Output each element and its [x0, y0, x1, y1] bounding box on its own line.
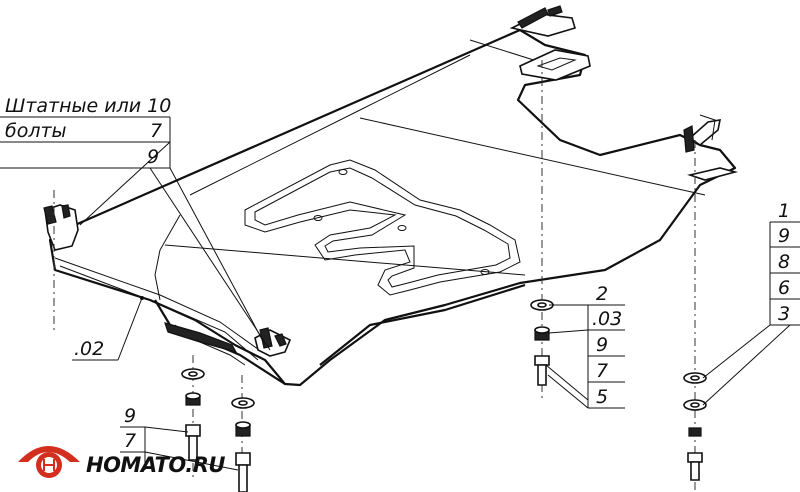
label-7-top: 7	[150, 120, 162, 142]
callout-standard-bolts: Штатные или 10 болты 7 9	[0, 95, 271, 351]
label-9-right: 9	[778, 225, 790, 247]
homato-logo: HOMATO.RU	[18, 446, 226, 478]
label-9-mid: 9	[596, 334, 608, 356]
skid-plate	[43, 5, 739, 387]
label-standard-or-10: Штатные или 10	[5, 95, 171, 117]
label-5-mid: 5	[596, 386, 608, 408]
hardware-left	[181, 368, 255, 492]
label-03-mid: .03	[592, 308, 622, 330]
callout-02: .02	[72, 297, 143, 361]
hardware-right	[683, 372, 707, 481]
label-7-bl: 7	[124, 430, 136, 452]
callout-right: 1 9 8 6 3	[702, 200, 800, 406]
label-02: .02	[74, 338, 104, 360]
label-8-right: 8	[778, 251, 790, 273]
label-9-bl: 9	[124, 405, 136, 427]
label-6-right: 6	[778, 277, 790, 299]
label-1-right: 1	[778, 200, 790, 222]
callout-middle: 2 .03 9 7 5	[545, 283, 625, 409]
hardware-middle	[530, 299, 554, 386]
label-3-right: 3	[778, 303, 790, 325]
label-7-mid: 7	[596, 360, 608, 382]
callout-bottom-left: 9 7	[120, 405, 239, 471]
label-2-mid: 2	[596, 283, 608, 305]
label-bolts: болты	[5, 120, 67, 142]
label-9-top: 9	[147, 146, 159, 168]
car-wheel-logo-icon	[18, 446, 80, 478]
logo-text: HOMATO.RU	[86, 453, 225, 477]
